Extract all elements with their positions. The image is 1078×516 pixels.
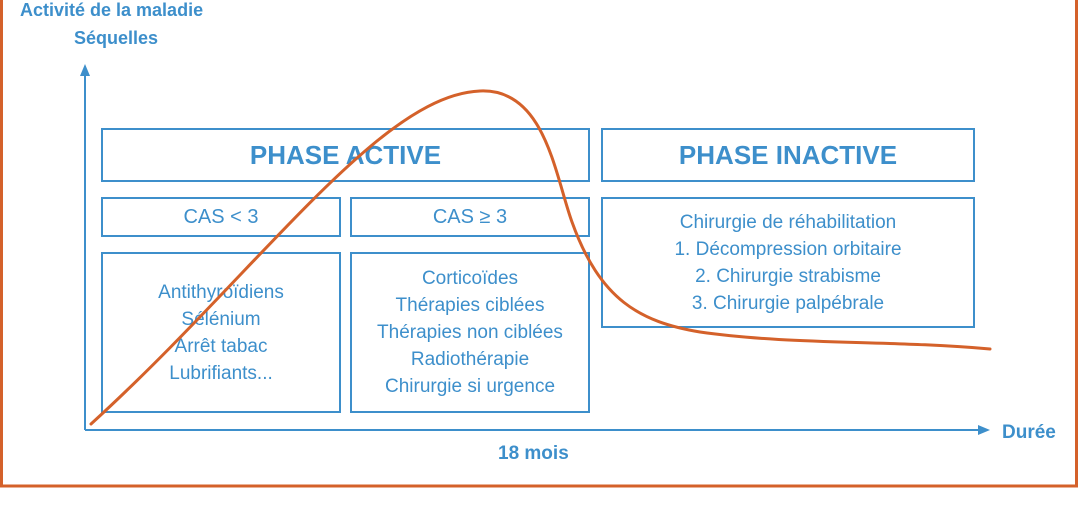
treatment-item: Chirurgie si urgence [384,376,556,397]
treatment-item: 3. Chirurgie palpébrale [691,292,885,314]
phase-active-box: PHASE ACTIVE [101,128,590,182]
cas-low-label: CAS < 3 [183,205,259,228]
treatment-item: Sélénium [181,308,261,330]
cas-high-box: CAS ≥ 3 [350,197,590,237]
y-axis-arrow-icon [80,64,90,76]
phase-inactive-title: PHASE INACTIVE [678,139,898,170]
treatment-item: Chirurgie de réhabilitation [679,211,897,233]
treatment-item: Radiothérapie [410,349,530,370]
y-axis-label-sequelae: Séquelles [74,28,159,48]
x-axis-arrow-icon [978,425,990,435]
treatment-item: Corticoïdes [421,268,519,289]
cas-high-label: CAS ≥ 3 [432,205,508,228]
y-axis-label-activity: Activité de la maladie [20,0,204,20]
frame-border [0,0,1078,488]
cas-high-treatments-box: Corticoïdes Thérapies ciblées Thérapies … [350,252,590,413]
x-axis-mark-18-months: 18 mois [498,443,569,464]
x-axis-label-duration: Durée [1002,422,1056,443]
cas-low-treatments-box: Antithyroïdiens Sélénium Arrêt tabac Lub… [101,252,341,413]
treatment-item: Thérapies non ciblées [377,322,563,343]
cas-low-box: CAS < 3 [101,197,341,237]
treatment-item: Antithyroïdiens [158,281,284,303]
treatment-item: Lubrifiants... [169,362,273,384]
treatment-item: Arrêt tabac [174,335,268,357]
phase-active-title: PHASE ACTIVE [249,139,442,170]
treatment-item: 1. Décompression orbitaire [674,238,902,260]
treatment-item: 2. Chirurgie strabisme [695,265,881,287]
treatment-item: Thérapies ciblées [395,295,545,316]
inactive-treatments-box: Chirurgie de réhabilitation 1. Décompres… [601,197,975,328]
phase-inactive-box: PHASE INACTIVE [601,128,975,182]
